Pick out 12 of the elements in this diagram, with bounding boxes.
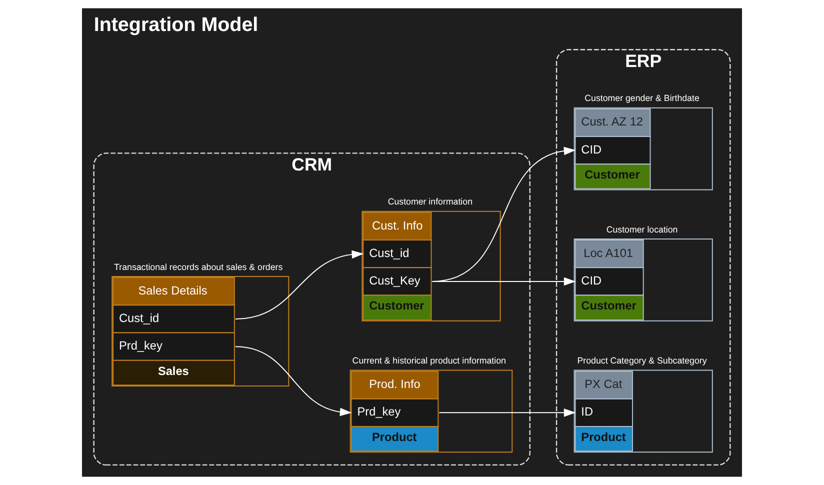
arrow [438, 408, 576, 417]
node-label: Customer information [388, 196, 473, 207]
arrow [234, 250, 364, 320]
node-label: Transactional records about sales & orders [114, 262, 283, 272]
arrow [432, 146, 576, 282]
node-label: Customer location [606, 224, 678, 234]
diagram-title: Integration Model [94, 14, 258, 36]
node-label: Product Category & Subcategory [577, 356, 707, 366]
node-label: Customer gender & Birthdate [584, 93, 700, 104]
arrow [234, 346, 352, 416]
node-label: Current & historical product information [352, 356, 506, 366]
arrow [432, 277, 576, 286]
